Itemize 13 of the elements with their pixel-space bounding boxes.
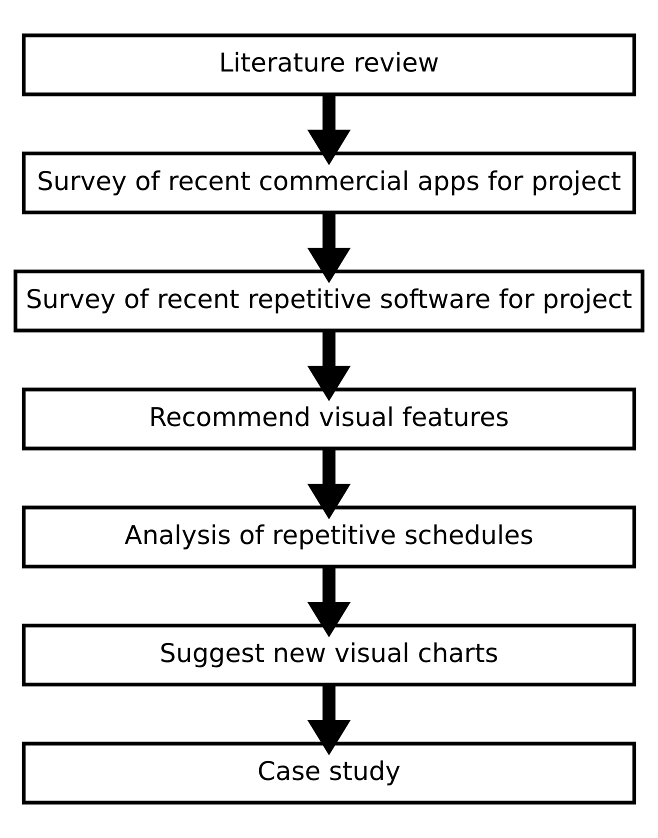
node-box: Survey of recent commercial apps for project [22,152,636,214]
arrow [307,566,351,638]
arrow [307,684,351,756]
arrow [307,330,351,402]
node-box: Case study [22,742,636,804]
node-box: Analysis of repetitive schedules [22,506,636,568]
arrow [307,448,351,520]
node-box: Recommend visual features [22,388,636,450]
arrow [307,94,351,166]
node-box: Survey of recent repetitive software for project [14,270,644,332]
node-box: Suggest new visual charts [22,624,636,686]
arrow [307,212,351,284]
node-box: Literature review [22,34,636,96]
